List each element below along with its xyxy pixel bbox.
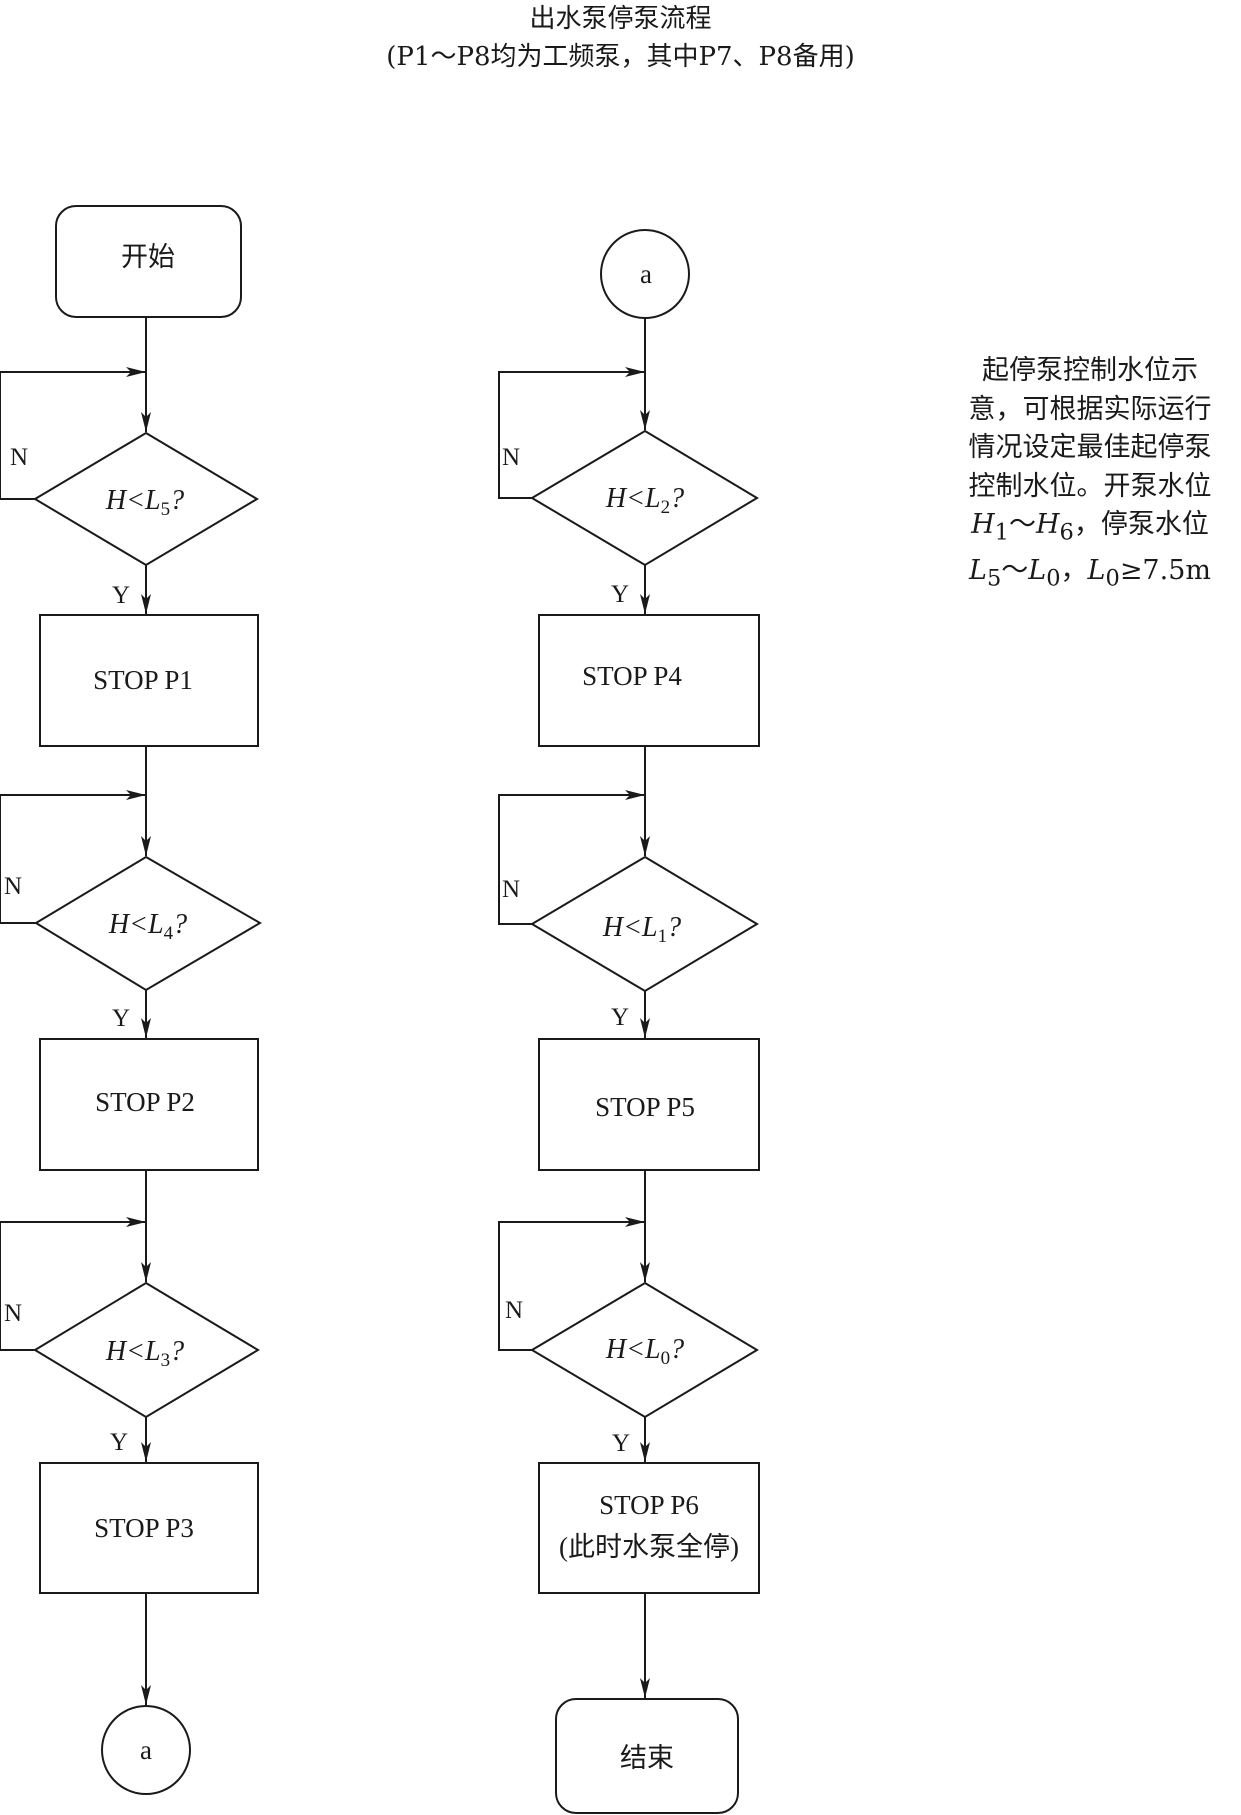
note-l0-var: L bbox=[1028, 554, 1047, 586]
action-label-2: STOP P2 bbox=[95, 1087, 195, 1117]
action-box-3 bbox=[39, 1462, 259, 1594]
note-h1-var: H bbox=[971, 509, 995, 540]
action-label-6: STOP P6 bbox=[599, 1490, 699, 1520]
decision-label-6: H<L0? bbox=[605, 1334, 684, 1369]
action-box-6 bbox=[538, 1462, 760, 1594]
start-label: 开始 bbox=[121, 242, 175, 272]
action-box-2 bbox=[39, 1038, 259, 1171]
note-line-2: 意，可根据实际运行 bbox=[968, 393, 1212, 425]
note-l5-var: L bbox=[969, 554, 987, 586]
action-label-3: STOP P3 bbox=[94, 1513, 194, 1543]
action-box-1 bbox=[39, 614, 259, 747]
decision-label-4: H<L2? bbox=[605, 483, 684, 518]
diagram-subtitle: (P1～P8均为工频泵，其中P7、P8备用) bbox=[386, 42, 855, 72]
note-stop-level-text: ，停泵水位 bbox=[1073, 509, 1209, 540]
note-l0-sub: 0 bbox=[1046, 565, 1061, 592]
note-l0b-var: L bbox=[1087, 554, 1106, 586]
diagram-title: 出水泵停泵流程 bbox=[529, 4, 712, 34]
no-loop-arrow-5 bbox=[498, 790, 645, 925]
decision-label-1: H<L5? bbox=[105, 485, 184, 520]
note-line-6: L5～L0，L0≥7.5m bbox=[945, 552, 1235, 598]
decision-label-3: H<L3? bbox=[105, 1336, 184, 1371]
no-label: N bbox=[502, 876, 520, 903]
yes-label: Y bbox=[611, 581, 629, 608]
note-h6-sub: 6 bbox=[1059, 519, 1074, 546]
end-terminal bbox=[555, 1698, 739, 1814]
yes-label: Y bbox=[112, 582, 130, 609]
no-loop-arrow-2 bbox=[0, 790, 146, 924]
connector-out bbox=[101, 1705, 191, 1795]
note-l0b-sub: 0 bbox=[1105, 565, 1120, 592]
yes-label: Y bbox=[611, 1004, 629, 1031]
water-level-note: 起停泵控制水位示 意，可根据实际运行 情况设定最佳起停泵 控制水位。开泵水位 H… bbox=[945, 352, 1235, 598]
note-h6-var: H bbox=[1036, 509, 1060, 540]
no-label: N bbox=[10, 444, 28, 471]
note-line-4: 控制水位。开泵水位 bbox=[968, 470, 1212, 502]
no-label: N bbox=[502, 444, 520, 471]
connector-in-label: a bbox=[640, 259, 652, 289]
note-tilde-2: ～ bbox=[1001, 554, 1029, 586]
action-label-5: STOP P5 bbox=[595, 1092, 695, 1122]
note-min-level: ≥7.5m bbox=[1119, 554, 1211, 586]
action-note-6: (此时水泵全停) bbox=[559, 1532, 739, 1562]
no-label: N bbox=[505, 1297, 523, 1324]
no-label: N bbox=[4, 873, 22, 900]
no-loop-arrow-3 bbox=[0, 1217, 146, 1351]
note-h1-sub: 1 bbox=[994, 519, 1009, 546]
action-label-1: STOP P1 bbox=[93, 665, 193, 695]
start-terminal bbox=[55, 205, 242, 318]
action-box-4 bbox=[538, 614, 760, 747]
no-loop-arrow-6 bbox=[498, 1217, 645, 1351]
end-label: 结束 bbox=[620, 1743, 674, 1773]
decision-label-2: H<L4? bbox=[108, 909, 187, 944]
connector-out-label: a bbox=[140, 1735, 152, 1765]
yes-label: Y bbox=[612, 1430, 630, 1457]
note-tilde-1: ～ bbox=[1009, 509, 1036, 540]
yes-label: Y bbox=[110, 1429, 128, 1456]
no-loop-arrow-4 bbox=[498, 367, 645, 499]
no-label: N bbox=[4, 1300, 22, 1327]
yes-label: Y bbox=[112, 1005, 130, 1032]
note-line-3: 情况设定最佳起停泵 bbox=[968, 432, 1212, 463]
action-box-5 bbox=[538, 1038, 760, 1171]
note-l5-sub: 5 bbox=[986, 565, 1002, 592]
note-line-5: H1～H6，停泵水位 bbox=[945, 506, 1235, 552]
decision-label-5: H<L1? bbox=[602, 912, 681, 947]
no-loop-arrow-1 bbox=[0, 367, 146, 500]
note-line-1: 起停泵控制水位示 bbox=[982, 355, 1198, 386]
action-label-4: STOP P4 bbox=[582, 661, 682, 691]
note-comma: ， bbox=[1060, 554, 1088, 586]
